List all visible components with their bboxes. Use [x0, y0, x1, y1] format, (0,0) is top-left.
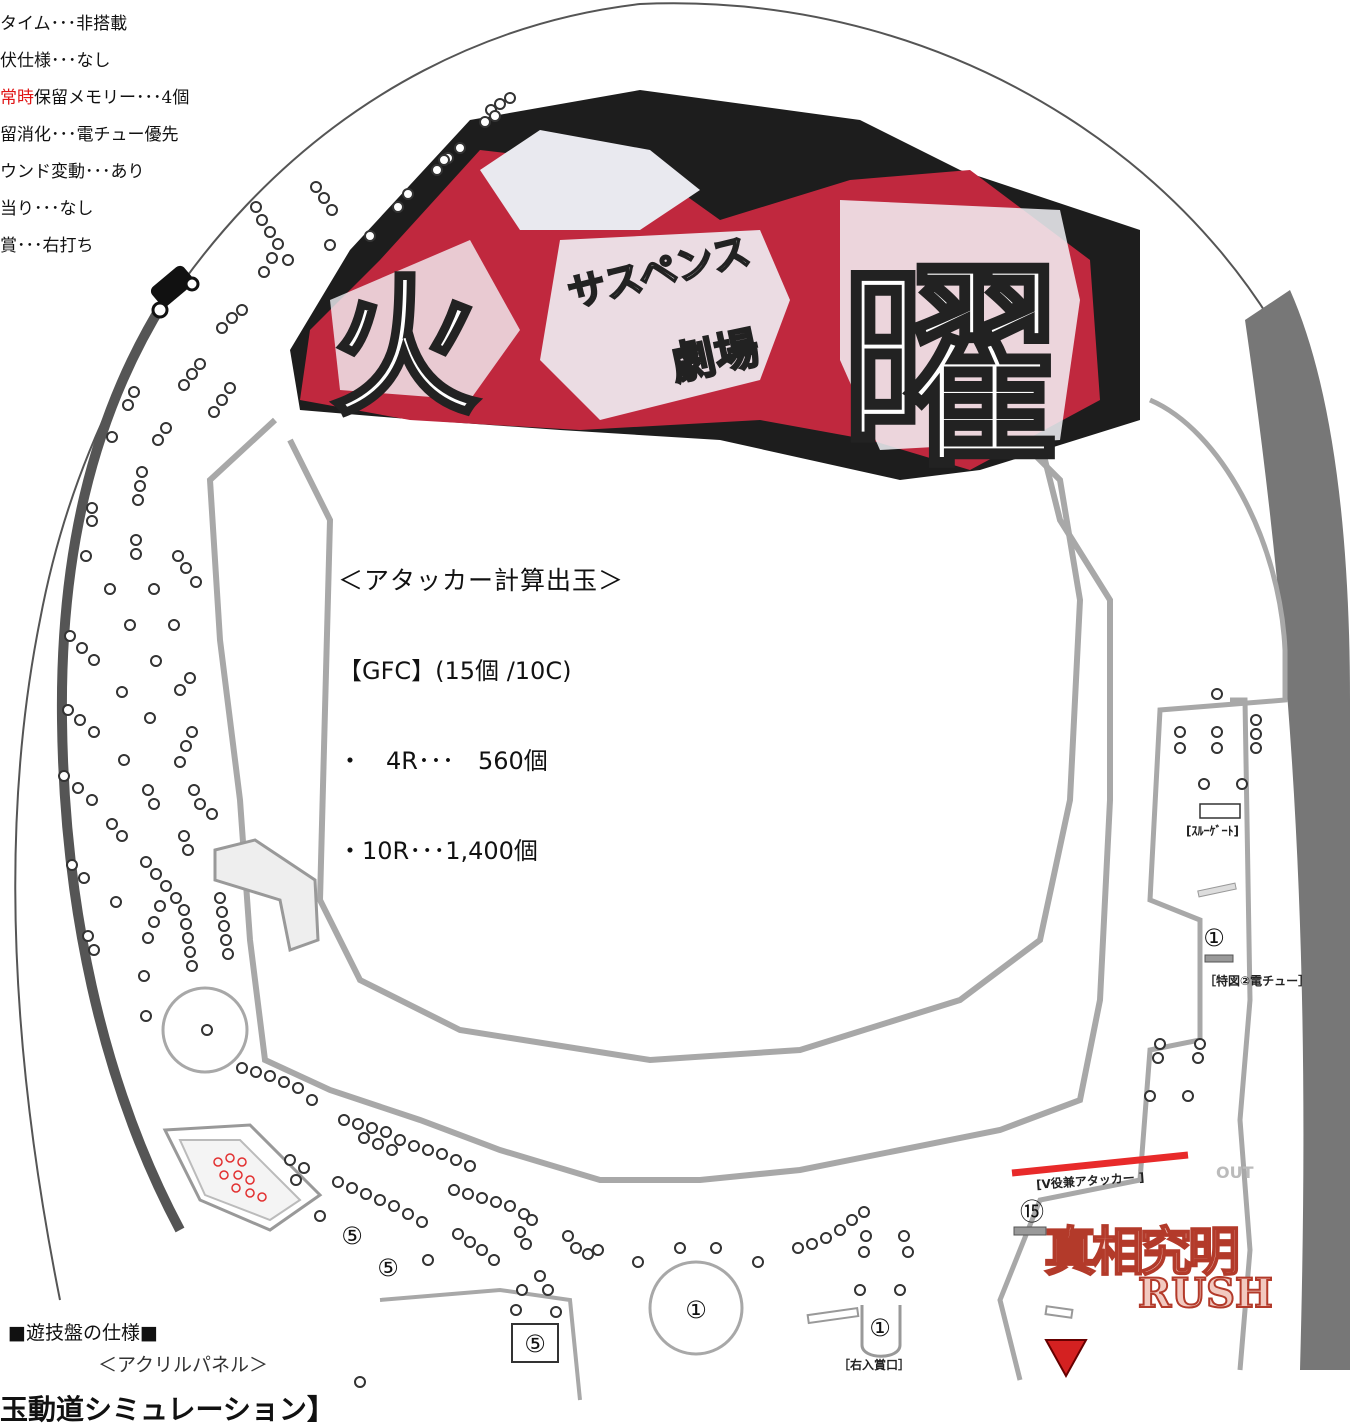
v-attacker-red-bar: [1011, 1151, 1189, 1177]
spec-line: 伏仕様･･･なし: [0, 51, 111, 71]
attacker-bar: [1013, 1226, 1047, 1236]
left-rail: [56, 297, 185, 1233]
nails-right: [1144, 688, 1262, 1102]
board-spec-title: ■遊技盤の仕様■: [8, 1322, 158, 1344]
out-label: OUT: [1216, 1163, 1254, 1182]
rush-title: 真相究明: [1043, 1221, 1241, 1284]
payout-denchu: ①: [1203, 924, 1225, 952]
logo-left-char: 火: [330, 260, 480, 436]
attacker-calc: ＜アタッカー計算出玉＞ 【GFC】(15個 /10C) ・ 4R･･･ 560個…: [338, 506, 624, 896]
right-pocket-label: ［右入賞口］: [838, 1358, 911, 1372]
nails: [58, 92, 1262, 1388]
spec-list: タイム･･･非搭載 伏仕様･･･なし 常時保留メモリー･･･4個 留消化･･･電…: [0, 6, 240, 265]
spec-line: ウンド変動･･･あり: [0, 162, 145, 182]
payout-left-a: ⑤: [341, 1222, 363, 1250]
through-gate-label: [ｽﾙｰｹﾞｰﾄ]: [1186, 824, 1239, 838]
spec-line: 当り･･･なし: [0, 199, 94, 219]
left-pocket-box: [511, 1323, 559, 1363]
right-pocket-cup: [860, 1305, 902, 1358]
payout-attacker: ⑮: [1020, 1198, 1044, 1226]
attacker-heading: ＜アタッカー計算出玉＞: [338, 566, 625, 595]
right-lane-inner: [1230, 697, 1253, 1371]
center-window: [287, 427, 1084, 1064]
spec-line: タイム･･･非搭載: [0, 14, 128, 34]
logo-right-char: 曜: [840, 238, 1060, 497]
v-pocket: [1044, 1339, 1088, 1379]
left-pipe: [213, 838, 320, 952]
denchu-bar: [1204, 954, 1234, 963]
spec-line: 賞･･･右打ち: [0, 236, 94, 256]
bottom-left-tray-2: [178, 1139, 302, 1222]
payout-left-box: ⑤: [524, 1330, 546, 1358]
nails-bottom: [236, 1062, 914, 1388]
acrylic-panel-label: ＜アクリルパネル＞: [98, 1354, 269, 1376]
through-gate: [1199, 803, 1241, 819]
attacker-spec: 【GFC】(15個 /10C): [338, 657, 572, 685]
inner-field: [206, 417, 1113, 1183]
right-pocket-lip: [806, 1307, 860, 1325]
attacker-row: ・ 4R･･･ 560個: [338, 747, 548, 775]
logo-center-bottom: 劇場: [667, 323, 764, 391]
spec-line: 留消化･･･電チュー優先: [0, 125, 179, 145]
denchu-label: ［特図②電チュー］: [1204, 974, 1311, 988]
spec-line: 常時保留メモリー･･･4個: [0, 88, 190, 108]
payout-center: ①: [685, 1296, 707, 1324]
payout-right-pocket: ①: [869, 1314, 891, 1342]
nails-left: [58, 386, 234, 1022]
center-start-pocket: [648, 1260, 744, 1356]
right-rail: [1245, 290, 1350, 1370]
nails-top: [178, 92, 516, 418]
attacker-row: ・10R･･･1,400個: [338, 837, 538, 865]
bottom-floor: [379, 1287, 582, 1401]
simulation-title: 玉動道シミュレーション】: [0, 1393, 335, 1426]
payout-left-b: ⑤: [377, 1254, 399, 1282]
title-logo: 火 サスペンス 劇場 曜: [290, 90, 1140, 499]
rush-subtitle: RUSH: [1137, 1269, 1274, 1318]
tray-holes: [213, 1153, 267, 1202]
rail-clip: [150, 265, 200, 319]
